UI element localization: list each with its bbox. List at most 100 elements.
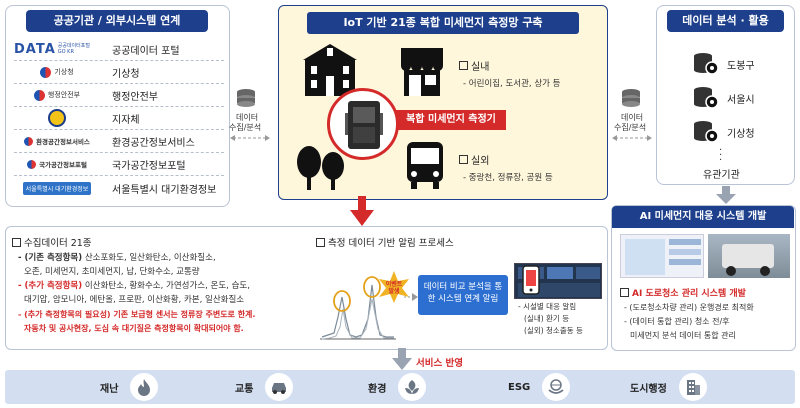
compare-box: 데이터 비교 분석을 통한 시스템 연계 알림 [418, 275, 508, 315]
red-down-arrow [350, 196, 374, 226]
street-sweeper-photo [708, 234, 790, 278]
left-row: 국가공간정보포털 국가공간정보포털 [14, 153, 224, 175]
left-row: 기상청 기상청 [14, 61, 224, 83]
right-panel: 데이터 분석 · 활용 도봉구 서울시 기상청 ··· 유관기관 [656, 5, 795, 185]
outdoor-items: - 중랑천, 정류장, 공원 등 [463, 173, 553, 183]
trees-icon [297, 146, 344, 190]
left-panel: 공공기관 / 외부시스템 연계 DATA 공공데이터포털 GO KR 공공데이터… [5, 5, 230, 207]
taegeuk-icon [27, 159, 37, 169]
service-label: 환경 [368, 383, 387, 395]
database-gear-icon [694, 87, 719, 109]
bus-icon [407, 142, 443, 189]
left-db-label-2: 수집/분석 [229, 123, 262, 132]
checkbox-icon [12, 237, 21, 247]
service-label: 도시행정 [630, 383, 667, 395]
leaf-icon [398, 373, 427, 401]
collect-basic-line-2: 오존, 미세먼지, 초미세먼지, 납, 단화수소, 교통량 [24, 267, 200, 277]
mois-logo: 행정안전부 [14, 86, 100, 104]
left-row-label: 지자체 [112, 114, 140, 126]
phone-item-3: (실외) 청소출동 등 [524, 326, 583, 335]
dashboard-screenshot [620, 234, 704, 278]
ai-line-1: - (도로청소차량 관리) 운행경로 최적화 [624, 303, 754, 312]
collect-title-row: 수집데이터 21종 [12, 235, 92, 249]
service-badge: 서비스 반영 [416, 358, 464, 369]
left-row: DATA 공공데이터포털 GO KR 공공데이터 포털 [14, 38, 224, 60]
right-item-label: 서울시 [727, 94, 755, 106]
service-item-disaster: 재난 [100, 372, 159, 402]
globe-hands-icon [542, 373, 571, 401]
ai-heading: AI 도로청소 관리 시스템 개발 [632, 289, 746, 299]
phone-item-1: - 시설별 대응 알림 [518, 302, 577, 311]
left-panel-title: 공공기관 / 외부시스템 연계 [26, 10, 208, 32]
right-item: 도봉구 [693, 52, 755, 76]
library-building-icon [303, 44, 357, 96]
collect-basic-line-1: - (기존 측정항목) 산소포화도, 일산화탄소, 이산화질소, [18, 253, 216, 263]
service-down-arrow [392, 348, 412, 370]
left-row-label: 행정안전부 [112, 91, 158, 103]
right-item-label: 기상청 [727, 128, 755, 140]
car-icon [265, 373, 294, 401]
local-gov-logo [14, 109, 100, 127]
left-connector-arrow [230, 135, 270, 141]
service-label: ESG [508, 381, 531, 393]
left-row-label: 국가공간정보포털 [112, 160, 186, 172]
national-space-logo: 국가공간정보포털 [14, 155, 100, 173]
alert-title-row: 측정 데이터 기반 알림 프로세스 [316, 235, 454, 249]
center-panel-title: IoT 기반 21종 복합 미세먼지 측정망 구축 [307, 12, 579, 34]
right-panel-title: 데이터 분석 · 활용 [667, 10, 784, 32]
collect-add-line-2: 대기압, 암모니아, 에탄올, 프로판, 이산화황, 카본, 일산화질소 [24, 295, 245, 305]
left-row-label: 기상청 [112, 68, 140, 80]
left-row: 지자체 [14, 107, 224, 129]
collect-need-line-2: 자동차 및 공사현장, 도심 속 대기질은 측정항목이 확대되어야 함. [24, 324, 244, 333]
building-icon [678, 373, 707, 401]
indoor-title: 실내 [471, 62, 490, 73]
ai-line-3: 미세먼지 분석 데이터 통합 관리 [630, 331, 736, 340]
event-badge: 이벤트 발생 [378, 271, 410, 303]
emblem-icon [48, 109, 66, 127]
indoor-block: 실내 - 어린이집, 도서관, 상가 등 [459, 58, 560, 89]
right-database-icon [620, 88, 642, 110]
database-gear-icon [694, 53, 719, 75]
right-dots: ··· [719, 145, 723, 166]
taegeuk-icon [40, 66, 52, 78]
phone-item-2: (실내) 환기 등 [524, 314, 570, 323]
left-row-label: 서울특별시 대기환경정보 [112, 184, 217, 196]
taegeuk-icon [24, 136, 34, 146]
store-icon [401, 48, 443, 96]
database-gear-icon [694, 121, 719, 143]
right-panel-footer: 유관기관 [703, 170, 740, 181]
right-connector-arrow [612, 135, 652, 141]
left-row: 환경공간정보서비스 환경공간정보서비스 [14, 130, 224, 152]
left-row: 행정안전부 행정안전부 [14, 84, 224, 106]
left-database-icon [235, 88, 257, 110]
alert-line-graph [320, 276, 396, 340]
ai-panel: AI 미세먼지 대응 시스템 개발 AI 도로청소 관리 시스템 개발 - (도… [611, 205, 796, 351]
env-space-logo: 환경공간정보서비스 [14, 132, 100, 150]
outdoor-block: 실외 - 중랑천, 정류장, 공원 등 [459, 152, 553, 183]
checkbox-icon [316, 237, 325, 247]
right-db-label-2: 수집/분석 [614, 123, 647, 132]
service-item-traffic: 교통 [235, 372, 294, 402]
left-db-label-1: 데이터 [236, 113, 259, 122]
outdoor-title: 실외 [471, 156, 490, 167]
taegeuk-icon [33, 89, 45, 101]
service-item-admin: 도시행정 [630, 372, 707, 402]
device-label: 복합 미세먼지 측정기 [396, 110, 506, 130]
phone-alert-icon [522, 265, 540, 295]
seoul-air-logo: 서울특별시 대기환경정보 [14, 179, 100, 197]
left-row: 서울특별시 대기환경정보 서울특별시 대기환경정보 [14, 176, 224, 200]
alert-title: 측정 데이터 기반 알림 프로세스 [328, 238, 454, 249]
ai-heading-row: AI 도로청소 관리 시스템 개발 [620, 286, 746, 299]
checkbox-icon [459, 61, 468, 70]
device-circle [327, 88, 399, 160]
left-row-label: 환경공간정보서비스 [112, 137, 195, 149]
right-item: 기상청 [693, 120, 755, 144]
dashed-arrow [404, 293, 418, 301]
left-rows: DATA 공공데이터포털 GO KR 공공데이터 포털 기상청 기상청 행정안전… [14, 38, 224, 200]
collect-panel: 수집데이터 21종 - (기존 측정항목) 산소포화도, 일산화탄소, 이산화질… [5, 226, 608, 350]
fire-icon [130, 373, 159, 401]
center-panel: IoT 기반 21종 복합 미세먼지 측정망 구축 복합 미세먼지 측정기 [278, 5, 608, 200]
ai-panel-title: AI 미세먼지 대응 시스템 개발 [612, 206, 794, 228]
grey-down-arrow [716, 186, 736, 204]
dust-meter-icon [345, 101, 383, 149]
